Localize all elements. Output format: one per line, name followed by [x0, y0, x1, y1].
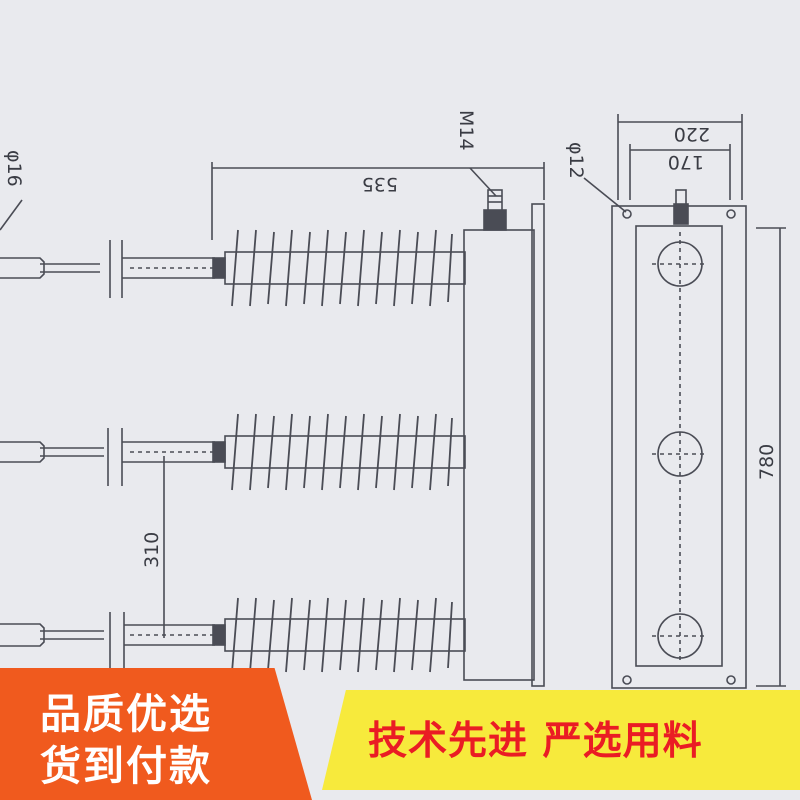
phi16-leader	[0, 199, 23, 231]
banner-right	[322, 690, 800, 790]
dim-label-310: 310	[141, 532, 163, 568]
base-box	[463, 229, 535, 681]
banner-left	[0, 668, 312, 800]
arrester-middle	[0, 428, 466, 486]
m14-leader	[469, 167, 497, 197]
terminal-bolt	[483, 189, 507, 231]
dim-780	[756, 227, 786, 687]
mounting-plate-side	[531, 203, 545, 687]
dim-220-170	[617, 114, 743, 200]
dim-label-220: 220	[674, 123, 710, 145]
banner-left-line1: 品质优选	[40, 690, 212, 738]
mounting-plate-front	[611, 189, 747, 689]
insulator-sheds	[231, 229, 453, 673]
dim-label-170: 170	[668, 151, 704, 173]
arrester-bottom	[0, 612, 466, 668]
phi12-leader	[583, 177, 627, 213]
dim-535	[211, 162, 545, 240]
banner-left-line2: 货到付款	[40, 742, 212, 790]
banner-left-text: 品质优选 货到付款	[40, 688, 280, 792]
dim-label-780: 780	[756, 444, 778, 480]
dim-label-535: 535	[362, 173, 398, 195]
dim-label-phi16: φ16	[3, 150, 25, 187]
dim-label-m14: M14	[455, 110, 477, 151]
banner-right-text: 技术先进 严选用料	[368, 719, 703, 764]
dim-label-phi12: φ12	[565, 142, 587, 179]
